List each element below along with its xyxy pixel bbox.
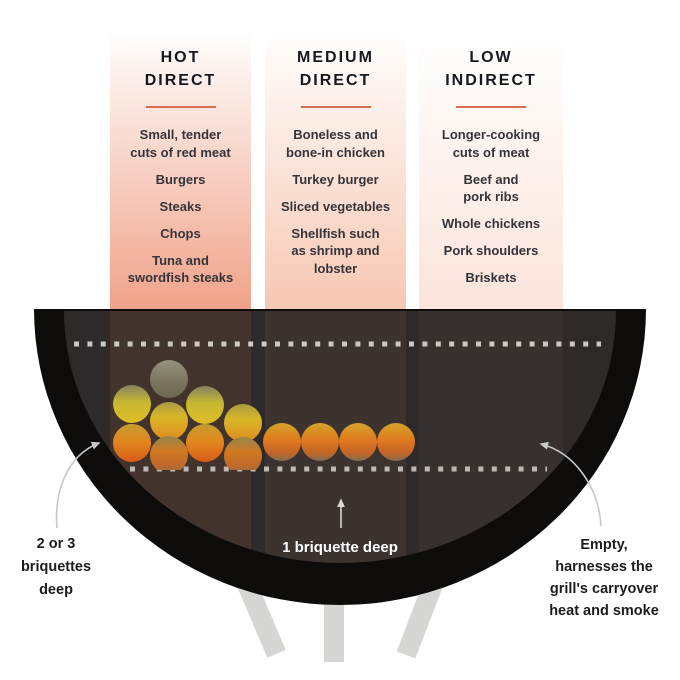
briquette-single-row (263, 423, 415, 461)
divider-line (456, 106, 526, 108)
food-item: Small, tender cuts of red meat (130, 127, 231, 160)
label-briquettes-deep: 2 or 3 briquettes deep (20, 536, 92, 598)
briquette (150, 360, 188, 398)
heading-line: LOW (469, 49, 513, 66)
food-item: Pork shoulders (443, 243, 539, 258)
column-low-indirect: LOW INDIRECT Longer-cooking cuts of meat… (419, 30, 563, 310)
column-hot-heading: HOT DIRECT (110, 30, 251, 92)
column-medium-direct: MEDIUM DIRECT Boneless and bone-in chick… (265, 30, 406, 310)
food-item: Shellfish such as shrimp and lobster (291, 225, 380, 276)
column-medium-heading: MEDIUM DIRECT (265, 30, 406, 92)
column-hot-direct: HOT DIRECT Small, tender cuts of red mea… (110, 30, 251, 310)
briquette (224, 404, 262, 442)
briquette-pile (113, 360, 262, 470)
food-item: Whole chickens (441, 216, 541, 231)
arrow-to-empty-zone (539, 441, 602, 527)
briquette (263, 423, 301, 461)
heading-line: MEDIUM (297, 49, 374, 66)
heading-line: DIRECT (144, 72, 217, 89)
briquette (186, 424, 224, 462)
column-hot-items: Small, tender cuts of red meat Burgers S… (110, 126, 251, 287)
food-item: Steaks (159, 198, 202, 214)
arrow-to-briquette-pile (55, 441, 101, 529)
label-one-briquette-deep: 1 briquette deep (282, 539, 398, 556)
column-medium-items: Boneless and bone-in chicken Turkey burg… (265, 126, 406, 277)
label-empty-zone: Empty, harnesses the grill's carryover h… (549, 537, 659, 619)
divider-line (145, 106, 216, 108)
food-item: Boneless and bone-in chicken (286, 127, 385, 160)
briquette (339, 423, 377, 461)
grill-leg-right (396, 578, 444, 659)
divider-line (300, 106, 371, 108)
column-low-heading: LOW INDIRECT (419, 30, 563, 92)
food-item: Turkey burger (292, 171, 379, 187)
food-item: Sliced vegetables (280, 198, 391, 214)
grill-leg-left (236, 578, 286, 658)
food-item: Chops (160, 225, 201, 241)
heading-line: INDIRECT (445, 72, 537, 89)
food-item: Burgers (155, 171, 206, 187)
food-item: Longer-cooking cuts of meat (441, 127, 541, 160)
food-item: Beef and pork ribs (463, 171, 519, 205)
briquette (377, 423, 415, 461)
briquette (113, 424, 151, 462)
food-item: Tuna and swordfish steaks (127, 252, 234, 286)
column-low-items: Longer-cooking cuts of meat Beef and por… (419, 126, 563, 287)
briquette (224, 437, 262, 470)
heading-line: DIRECT (299, 72, 372, 89)
briquette (113, 385, 151, 423)
briquette (301, 423, 339, 461)
briquette (150, 402, 188, 440)
heading-line: HOT (160, 49, 201, 66)
briquette (186, 386, 224, 424)
food-item: Briskets (465, 270, 517, 285)
briquette (150, 436, 188, 470)
